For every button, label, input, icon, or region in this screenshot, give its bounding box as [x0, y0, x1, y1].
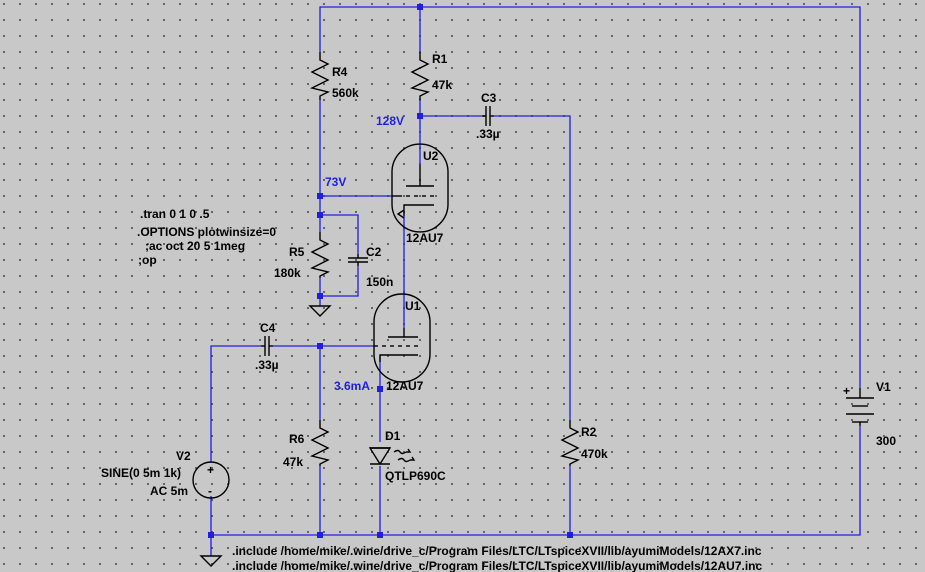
wire-c2-top[interactable]: [320, 214, 359, 254]
directive-include-12ax7[interactable]: .include /home/mike/.wine/drive_c/Progra…: [232, 544, 762, 558]
r5-value: 180k: [274, 266, 301, 280]
wire-v2-c4[interactable]: [210, 345, 261, 462]
triode-u1[interactable]: U1 12AU7: [373, 293, 431, 393]
junction-nodes: [208, 4, 573, 538]
node-ground-r2[interactable]: [567, 532, 573, 538]
resistor-r6[interactable]: R6 47k: [283, 420, 331, 469]
node-grid-u2[interactable]: [317, 193, 323, 199]
directive-tran[interactable]: .tran 0 1 0 .5: [140, 207, 210, 221]
v2-value: SINE(0 5m 1k): [101, 466, 181, 480]
c3-value: .33µ: [476, 127, 500, 141]
r1-name: R1: [432, 52, 448, 66]
directive-options[interactable]: .OPTIONS plotwinsize=0: [137, 225, 276, 239]
c2-value: 150n: [366, 275, 393, 289]
c4-name: C4: [260, 321, 276, 335]
r1-value: 47k: [432, 78, 452, 92]
wire-c2-bottom[interactable]: [320, 266, 359, 297]
wire-ground-rail[interactable]: [211, 426, 861, 536]
u1-name: U1: [405, 299, 421, 313]
u1-value: 12AU7: [386, 379, 424, 393]
led-d1[interactable]: D1 QTLP690C: [368, 429, 446, 483]
wires: [210, 6, 861, 556]
c2-name: C2: [366, 245, 382, 259]
wire-c3-r2[interactable]: [494, 115, 571, 420]
annotation-cathode-current: 3.6mA: [334, 379, 370, 393]
capacitor-c4[interactable]: C4 .33µ: [255, 321, 279, 372]
node-ground-r6[interactable]: [317, 532, 323, 538]
node-top-r1[interactable]: [417, 4, 423, 10]
capacitor-c2[interactable]: C2 150n: [348, 245, 393, 289]
r6-name: R6: [289, 432, 305, 446]
annotation-grid-voltage: 73V: [325, 175, 346, 189]
resistor-r4[interactable]: R4 560k: [309, 52, 359, 100]
wire-top-rail[interactable]: [319, 6, 861, 388]
directive-ac[interactable]: ;ac oct 20 5 1meg: [145, 239, 245, 253]
u2-value: 12AU7: [406, 231, 444, 245]
voltage-source-v1[interactable]: + V1 300: [843, 380, 896, 448]
c3-name: C3: [481, 91, 497, 105]
v2-plus: +: [207, 463, 214, 477]
r5-name: R5: [289, 245, 305, 259]
v1-plus: +: [843, 384, 850, 398]
c4-value: .33µ: [255, 358, 279, 372]
directive-op[interactable]: ;op: [138, 253, 157, 267]
node-ground-v2[interactable]: [208, 532, 214, 538]
node-grid-u1[interactable]: [317, 343, 323, 349]
r2-value: 470k: [581, 447, 608, 461]
directive-include-12au7[interactable]: .include /home/mike/.wine/drive_c/Progra…: [232, 559, 762, 572]
node-ground-d1[interactable]: [377, 532, 383, 538]
node-r5-top[interactable]: [317, 212, 323, 218]
v1-name: V1: [876, 380, 891, 394]
r4-name: R4: [332, 65, 348, 79]
r2-name: R2: [581, 425, 597, 439]
d1-value: QTLP690C: [385, 469, 446, 483]
v2-name: V2: [176, 449, 191, 463]
resistor-r5[interactable]: R5 180k: [274, 232, 331, 280]
ground-symbol-main[interactable]: [199, 555, 223, 567]
resistor-r2[interactable]: R2 470k: [559, 420, 608, 466]
resistor-r1[interactable]: R1 47k: [409, 52, 452, 100]
v2-ac: AC 5m: [150, 484, 188, 498]
d1-name: D1: [385, 429, 401, 443]
u2-name: U2: [423, 149, 439, 163]
node-plate[interactable]: [417, 113, 423, 119]
voltage-source-v2[interactable]: + - V2 SINE(0 5m 1k) AC 5m: [101, 449, 230, 499]
ground-symbol-r5[interactable]: [308, 305, 332, 317]
v1-value: 300: [876, 434, 896, 448]
capacitor-c3[interactable]: C3 .33µ: [476, 91, 500, 141]
triode-u2[interactable]: U2 12AU7: [391, 143, 449, 245]
r6-value: 47k: [283, 455, 303, 469]
annotation-plate-voltage: 128V: [376, 114, 404, 128]
node-cathode-u1[interactable]: [377, 386, 383, 392]
r4-value: 560k: [332, 86, 359, 100]
v2-minus: -: [208, 484, 212, 498]
node-r5-bottom[interactable]: [317, 293, 323, 299]
